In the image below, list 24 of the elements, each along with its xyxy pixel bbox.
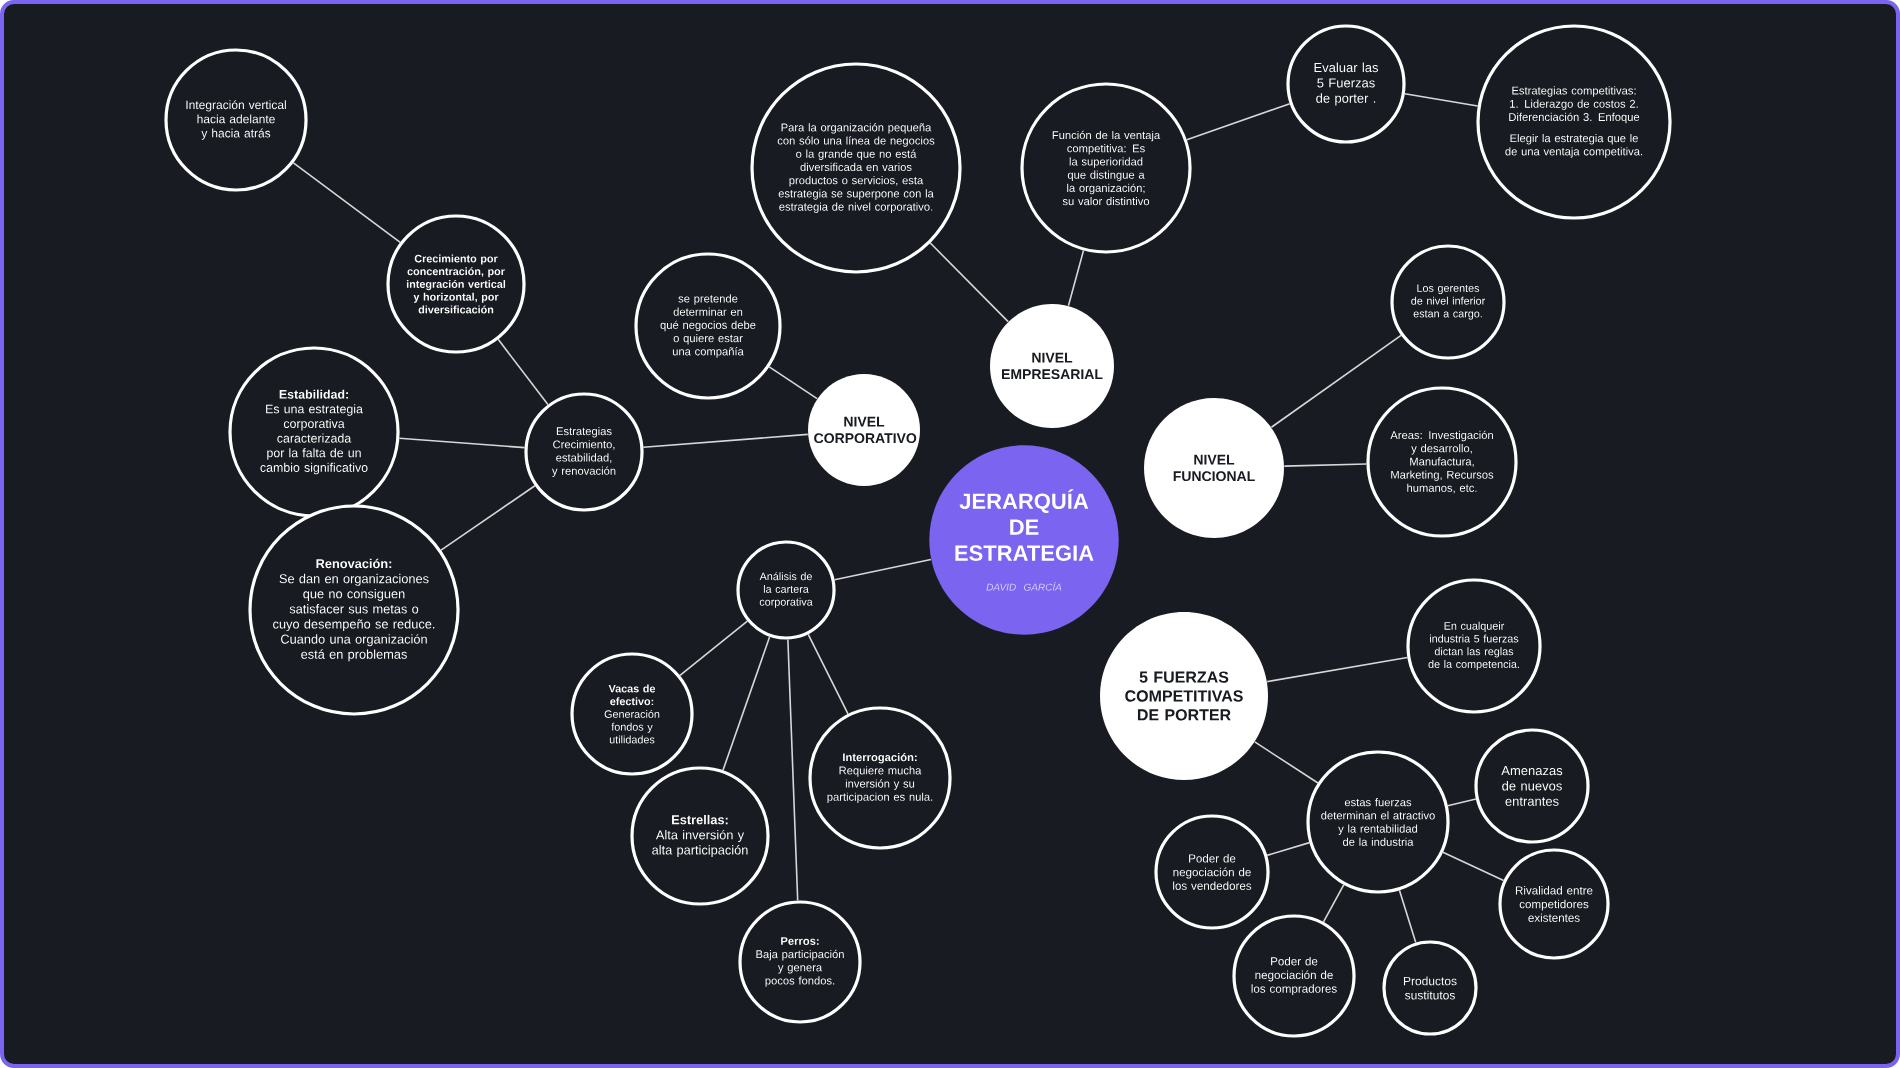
connector-line — [833, 558, 932, 581]
connector-line — [1398, 889, 1417, 944]
connector-line — [1322, 884, 1345, 923]
connector-line — [787, 638, 799, 902]
connector-line — [440, 484, 536, 551]
connector-line — [1067, 249, 1085, 307]
connector-line — [929, 242, 1009, 323]
connector-line — [1266, 841, 1311, 857]
connector-line — [722, 636, 771, 772]
connector-line — [679, 620, 749, 677]
connector-line — [1186, 102, 1291, 141]
connector-line — [642, 433, 809, 449]
connector-line — [1254, 741, 1319, 784]
connector-line — [497, 338, 549, 406]
connector-line — [807, 633, 849, 715]
connector-line — [292, 162, 402, 244]
connector-line — [768, 366, 818, 400]
connector-line — [398, 437, 526, 449]
connector-line — [1442, 851, 1505, 882]
connector-line — [1404, 93, 1479, 107]
connector-line — [1270, 334, 1402, 429]
connector-line — [1446, 798, 1477, 807]
connector-line — [1283, 463, 1368, 467]
connector-line — [1266, 656, 1409, 683]
